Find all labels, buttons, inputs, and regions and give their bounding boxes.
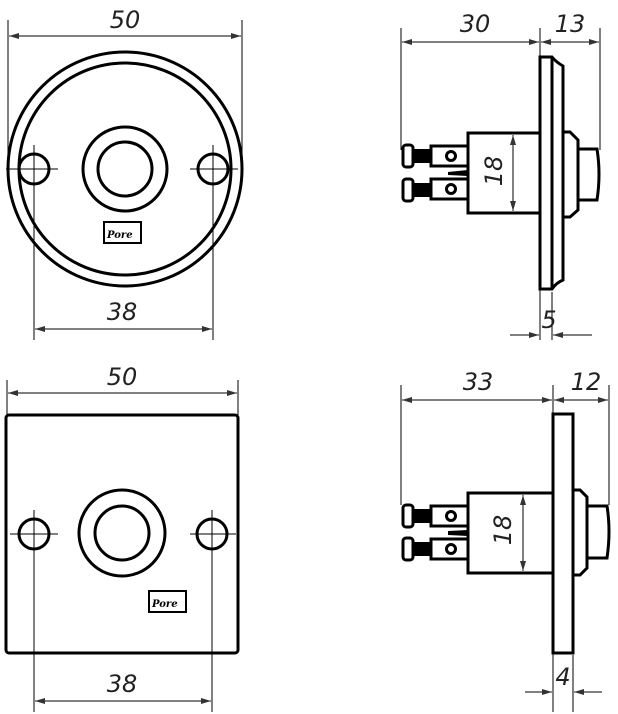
button-cap	[93, 504, 151, 562]
svg-text:Pore: Pore	[151, 599, 178, 610]
brand-logo: Pore	[148, 590, 187, 613]
button-cap	[578, 147, 601, 202]
terminal-bridge	[448, 170, 468, 176]
dim-width-label: 50	[110, 6, 141, 34]
dim-body-height-label: 18	[480, 156, 508, 187]
dim-protrusion-label: 12	[571, 368, 602, 396]
dim-hole-spacing-label: 38	[107, 670, 138, 698]
button-collar	[563, 130, 580, 219]
round-front-view: 50 38 Pore	[6, 6, 244, 340]
dim-protrusion-label: 13	[555, 10, 586, 38]
button-collar	[81, 125, 169, 213]
button-cap	[587, 504, 611, 560]
brand-logo: Pore	[103, 221, 142, 244]
round-side-view: 30 13 18 5	[400, 10, 601, 340]
face-plate	[551, 412, 575, 655]
terminal-bridge	[448, 530, 468, 536]
button-cap	[96, 140, 154, 198]
dim-body-height-label: 18	[489, 515, 517, 546]
dim-plate-thickness-label: 4	[555, 663, 570, 691]
terminal-upper	[401, 503, 470, 529]
svg-text:Pore: Pore	[106, 230, 133, 241]
square-side-view: 33 12 18 4	[400, 368, 611, 712]
dim-body-length-label: 30	[460, 10, 491, 38]
terminal-lower	[401, 536, 470, 562]
dim-body-length-label: 33	[463, 368, 494, 396]
terminal-lower	[401, 177, 470, 203]
button-collar	[77, 488, 167, 578]
terminal-upper	[401, 143, 470, 169]
dim-plate-thickness-label: 5	[541, 306, 556, 334]
button-collar	[573, 488, 589, 577]
dim-hole-spacing-label: 38	[107, 298, 138, 326]
dim-width-label: 50	[107, 363, 138, 391]
square-plate	[4, 413, 240, 655]
square-front-view: 50 38 Pore	[4, 363, 240, 712]
